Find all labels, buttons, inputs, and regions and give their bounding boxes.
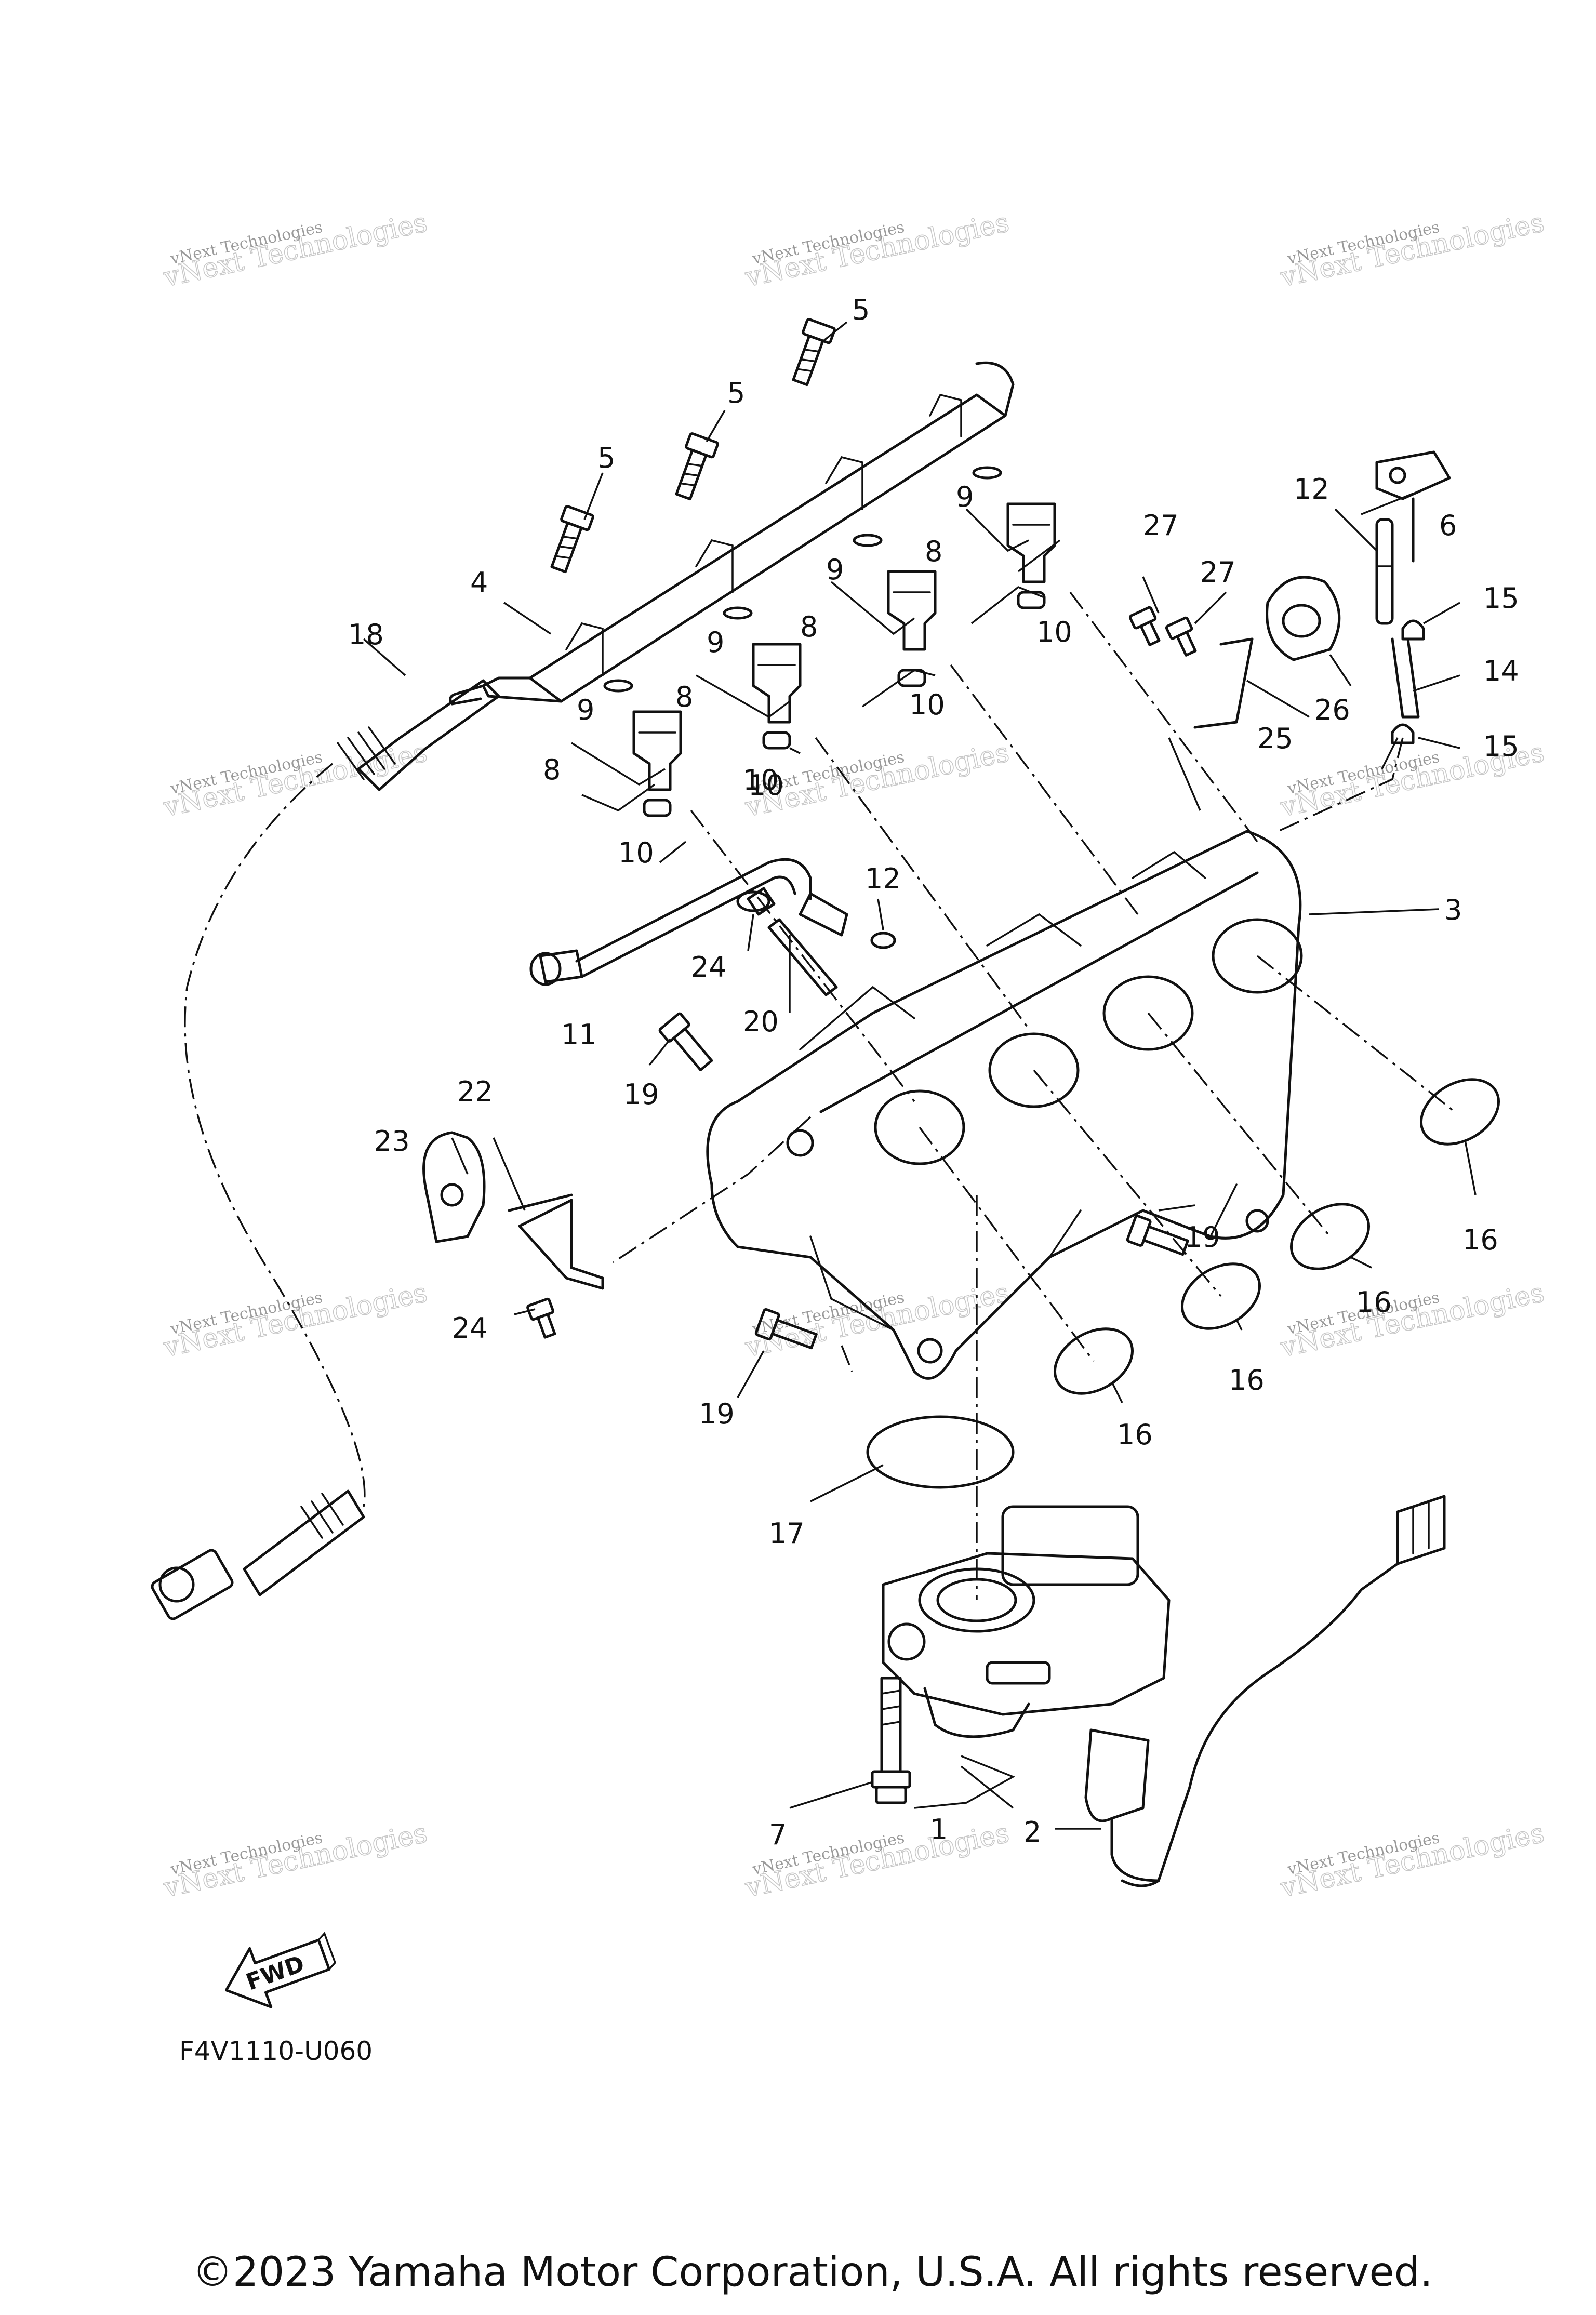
bolt-7 — [871, 1677, 911, 1804]
bolt-19 — [754, 1308, 818, 1350]
assembly-lines — [613, 591, 1456, 1600]
fuel-rail — [449, 361, 1015, 706]
callout-6: 6 — [1439, 509, 1457, 542]
callout-8: 8 — [543, 753, 561, 786]
callout-19: 19 — [623, 1078, 659, 1111]
callout-16: 16 — [1462, 1223, 1498, 1256]
callout-23: 23 — [374, 1125, 410, 1158]
watermark: vNext Technologies vNext Technologies — [160, 206, 430, 294]
callout-27: 27 — [1200, 556, 1236, 589]
callout-7: 7 — [769, 1818, 787, 1851]
callout-21: 24 — [691, 951, 727, 983]
bolt-5 — [675, 432, 719, 501]
callout-5: 5 — [597, 442, 615, 474]
callout-13: 12 — [1294, 473, 1329, 505]
gasket-16 — [1180, 1262, 1261, 1330]
callout-16: 16 — [1356, 1286, 1392, 1319]
tube-14 — [1391, 637, 1420, 719]
callout-19: 19 — [1185, 1221, 1220, 1254]
bolt-5 — [792, 318, 836, 387]
gasket-16 — [1053, 1327, 1134, 1395]
callout-8: 8 — [800, 610, 818, 643]
sub-harness-18 — [151, 679, 500, 1620]
callout-11: 11 — [561, 1018, 597, 1051]
stud-20 — [767, 918, 838, 996]
watermark: vNext Technologies vNext Technologies — [1277, 1817, 1547, 1904]
watermark: vNext Technologies vNext Technologies — [160, 736, 430, 823]
washer-12 — [870, 932, 896, 949]
callout-15: 15 — [1483, 582, 1519, 615]
callout-3: 3 — [1444, 894, 1462, 926]
callout-25: 25 — [1257, 722, 1293, 755]
callout-10: 10 — [909, 688, 945, 721]
watermark: vNext Technologies vNext Technologies — [160, 1817, 430, 1904]
bolt-19 — [658, 1012, 713, 1071]
bracket-25 — [1193, 637, 1254, 729]
injector — [853, 534, 937, 687]
fwd-arrow-icon: FWD — [224, 1932, 336, 2008]
bolt-5 — [550, 505, 594, 574]
hose-13 — [1375, 518, 1394, 625]
watermark: vNext Technologies vNext Technologies — [1277, 1276, 1547, 1364]
watermark: vNext Technologies vNext Technologies — [742, 206, 1012, 294]
callout-24: 24 — [452, 1312, 488, 1345]
screw-27 — [1128, 606, 1161, 646]
callout-8: 8 — [675, 681, 693, 713]
callout-16: 16 — [1229, 1364, 1265, 1396]
pressure-sensor-6 — [1375, 450, 1451, 563]
callout-12: 12 — [865, 862, 901, 895]
callout-20: 20 — [743, 1005, 779, 1038]
callout-16: 16 — [1117, 1418, 1153, 1451]
callout-10: 10 — [1036, 616, 1072, 648]
callout-5: 5 — [727, 377, 745, 409]
callout-14: 14 — [1483, 655, 1519, 687]
injector — [972, 466, 1056, 609]
callout-9: 9 — [826, 553, 844, 586]
callout-10: 10 — [748, 769, 784, 802]
intake-manifold — [706, 830, 1303, 1380]
callout-10: 10 — [618, 836, 654, 869]
callout-18: 18 — [348, 618, 384, 651]
clamp-15 — [1391, 723, 1415, 744]
callout-15: 15 — [1483, 730, 1519, 763]
callout-8: 8 — [925, 535, 942, 568]
injector — [723, 606, 802, 750]
watermark: vNext Technologies vNext Technologies — [1277, 206, 1547, 294]
gasket-16 — [1289, 1203, 1371, 1270]
sensor-hose-11 — [529, 858, 848, 986]
callout-2: 2 — [1023, 1816, 1041, 1848]
callout-9: 9 — [707, 626, 724, 659]
callout-19: 19 — [699, 1398, 735, 1430]
bracket-22 — [508, 1193, 604, 1290]
callout-26: 26 — [1314, 694, 1350, 726]
leader-lines — [363, 321, 1477, 1830]
callout-4: 4 — [470, 566, 488, 599]
callout-9: 9 — [956, 481, 974, 513]
harness-2 — [1084, 1495, 1446, 1887]
callout-17: 17 — [769, 1517, 805, 1550]
screw-27 — [1165, 616, 1197, 657]
callout-22: 22 — [457, 1075, 493, 1108]
callout-labels: 5 5 5 4 18 9 8 9 8 9 8 9 8 10 10 10 10 1… — [348, 294, 1519, 1851]
watermark-layer: vNext Technologies vNext Technologies vN… — [160, 206, 1547, 1904]
sensor-26 — [1266, 576, 1341, 661]
throttle-body — [882, 1505, 1171, 1738]
bolt-24 — [526, 1297, 556, 1339]
diagram-code: F4V1110-U060 — [179, 2036, 373, 2066]
sensor-23 — [422, 1131, 486, 1243]
clamp-15 — [1401, 619, 1425, 641]
callout-9: 9 — [577, 694, 594, 726]
callout-1: 1 — [930, 1813, 948, 1846]
gasket-16 — [1419, 1078, 1500, 1146]
callout-27: 27 — [1143, 509, 1179, 542]
injector — [603, 679, 682, 817]
callout-10: 10 — [743, 764, 779, 796]
copyright-text: ©2023 Yamaha Motor Corporation, U.S.A. A… — [192, 2249, 1433, 2296]
callout-5: 5 — [852, 294, 870, 326]
o-ring-17 — [866, 1415, 1015, 1489]
